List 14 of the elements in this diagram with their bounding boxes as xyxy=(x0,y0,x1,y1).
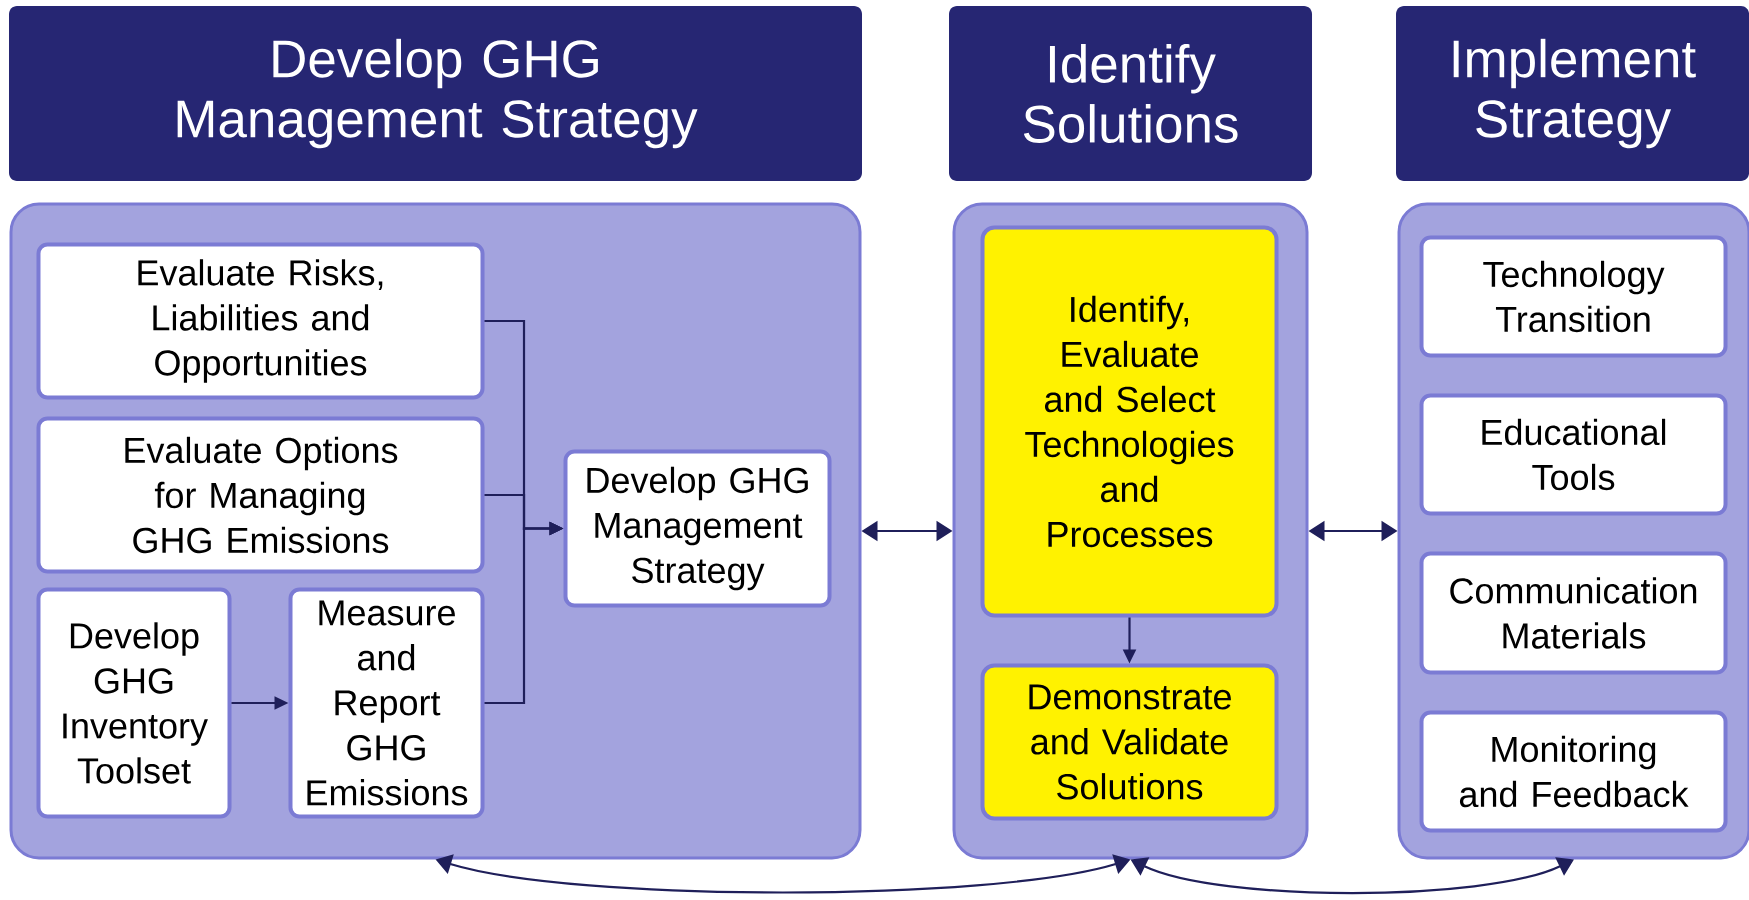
highlighted-box: Identify, Evaluate and Select Technologies and Processes xyxy=(980,225,1279,618)
process-box: Educational Tools xyxy=(1419,393,1728,516)
process-box: Measure and Report GHG Emissions xyxy=(288,587,485,819)
process-box: Communication Materials xyxy=(1419,551,1728,675)
phase-header: Identify Solutions xyxy=(949,6,1312,181)
process-box: Evaluate Risks, Liabilities and Opportunities xyxy=(36,242,485,400)
process-box: Develop GHG Management Strategy xyxy=(563,449,832,608)
process-box: Technology Transition xyxy=(1419,235,1728,358)
process-box: Develop GHG Inventory Toolset xyxy=(36,587,232,819)
phase-header: Implement Strategy xyxy=(1396,6,1749,181)
process-box: Evaluate Options for Managing GHG Emissions xyxy=(36,416,485,574)
process-box: Monitoring and Feedback xyxy=(1419,710,1728,833)
highlighted-box: Demonstrate and Validate Solutions xyxy=(980,663,1279,821)
phase-header: Develop GHG Management Strategy xyxy=(9,6,862,181)
